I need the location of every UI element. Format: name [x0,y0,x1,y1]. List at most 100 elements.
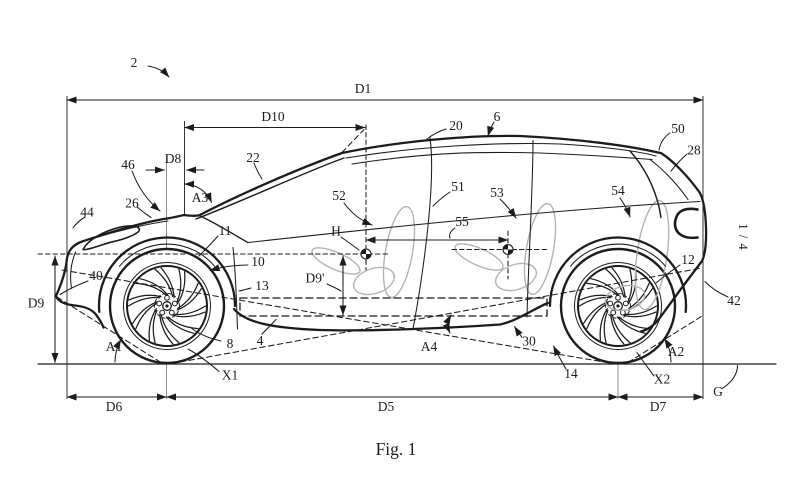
label-D9-prime: D9' [306,271,325,286]
front-seat [311,205,416,299]
leader-X1 [187,348,220,373]
label-22: 22 [246,150,260,165]
label-X2: X2 [654,372,671,387]
h-point-marker-front [360,248,372,260]
rear-hub-center [616,304,620,308]
leader-51 [432,191,451,207]
figure-caption: Fig. 1 [376,439,417,459]
middle-seat [454,202,557,296]
leader-46 [131,170,161,212]
label-13: 13 [255,278,269,293]
label-44: 44 [80,205,94,220]
label-6: 6 [494,109,501,124]
leader-lines [59,65,739,390]
label-11: 11 [219,223,232,238]
rocker-line [232,301,550,332]
leader-53 [499,198,517,219]
leader-22 [253,162,263,180]
leader-2 [147,65,170,78]
windshield-inner [195,157,345,220]
leader-10 [209,264,249,272]
arc-A1 [113,338,122,363]
label-A3: A3 [192,190,209,205]
leader-14 [552,345,567,370]
apillar-base-line [198,214,249,244]
label-54: 54 [611,183,625,198]
front-bolt-circle [154,293,180,319]
leader-13 [238,287,252,292]
label-46: 46 [121,157,135,172]
windshield-extension [341,128,365,154]
label-X1: X1 [222,368,239,383]
leader-G [721,364,739,390]
front-rim [126,265,208,347]
leader-40 [59,280,89,296]
leader-8 [189,326,222,342]
rear-rim [577,265,659,347]
label-50: 50 [671,121,685,136]
label-2: 2 [131,55,138,70]
leader-11 [198,235,219,257]
tail-lamp [673,207,699,240]
front-arch-inner [118,243,216,267]
label-40: 40 [89,268,103,283]
rear-wheel-arch [548,236,688,314]
arc-A3 [183,180,213,204]
breakover-line-rear [61,269,605,363]
front-hub-center [165,304,169,308]
labels: 2 D1 D10 D8 46 A3 26 44 22 20 6 50 28 51… [28,55,750,459]
label-10: 10 [251,254,265,269]
roof-inner-2 [351,151,653,165]
label-28: 28 [687,143,701,158]
label-D8: D8 [165,151,182,166]
nose-inner-line [70,251,77,290]
front-rim-flange [123,262,211,350]
label-14: 14 [564,366,578,381]
beltline [247,200,701,244]
door-seam-front [412,137,433,330]
label-30: 30 [522,334,536,349]
arc-A4 [442,314,452,334]
leader-D9-prime [326,283,342,292]
leader-28 [670,153,688,172]
hood-inner-line [95,220,169,239]
leader-55 [449,227,456,239]
label-53: 53 [490,185,504,200]
rear-lug-nuts [607,294,629,316]
label-51: 51 [451,179,465,194]
leader-4 [261,318,277,335]
label-A4: A4 [421,339,438,354]
leader-42 [704,280,729,298]
leader-54 [619,197,631,218]
label-D1: D1 [355,81,372,96]
label-42: 42 [727,293,741,308]
front-wheel-spokes [127,267,207,345]
label-4: 4 [257,333,264,348]
front-wheel-arch [97,236,237,314]
leader-30 [513,325,523,339]
label-D6: D6 [106,399,123,414]
leader-6 [487,121,495,137]
label-D5: D5 [378,399,395,414]
dpillar-front-edge [629,150,662,219]
label-A1: A1 [106,339,123,354]
rear-rim-flange [574,262,662,350]
front-wheel [108,247,226,365]
label-12: 12 [681,252,695,267]
rear-arch-inner [569,243,667,267]
breakover-line-front [179,267,703,363]
front-bumper-lower [54,294,105,329]
label-D9: D9 [28,296,45,311]
phantom-lines [37,124,703,364]
label-26: 26 [125,196,139,211]
arc-A2 [663,337,673,363]
leader-50 [658,132,671,151]
leader-X2 [636,351,655,377]
rear-window-inner [649,158,689,201]
car-body [54,134,708,333]
label-D10: D10 [261,109,284,124]
front-door-leading-edge [232,246,239,330]
dimensions [37,96,777,401]
leader-44 [72,216,86,229]
